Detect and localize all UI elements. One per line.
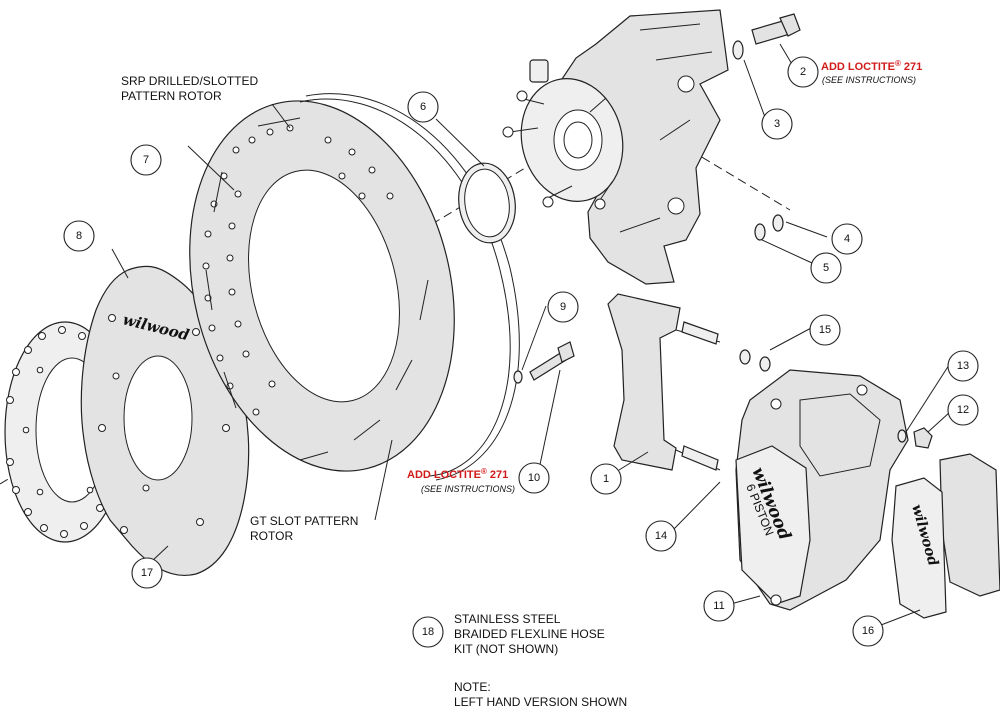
svg-text:17: 17 [141, 567, 153, 579]
svg-text:14: 14 [655, 530, 667, 542]
callout-15: 15 [809, 314, 841, 346]
callout-13: 13 [947, 350, 979, 382]
svg-text:2: 2 [800, 66, 806, 78]
caliper: wilwood 6 PISTON [735, 369, 909, 611]
brake-rotor [189, 93, 520, 481]
washer-9 [513, 370, 523, 384]
svg-text:9: 9 [560, 301, 566, 313]
rotor-bolt [529, 341, 575, 381]
svg-text:12: 12 [957, 404, 969, 416]
callout-17: 17 [131, 557, 163, 589]
washer-13 [897, 429, 907, 443]
callout-5: 5 [810, 252, 842, 284]
washer-4 [772, 214, 784, 232]
leader-lines [111, 43, 951, 626]
svg-text:6: 6 [420, 101, 426, 113]
callout-12: 12 [947, 394, 979, 426]
callout-9: 9 [547, 291, 579, 323]
callout-1: 1 [590, 463, 622, 495]
svg-text:(SEE INSTRUCTIONS): (SEE INSTRUCTIONS) [822, 75, 916, 85]
svg-text:8: 8 [76, 230, 82, 242]
caliper-nut [913, 427, 933, 449]
svg-text:1: 1 [603, 473, 609, 485]
svg-text:10: 10 [528, 472, 540, 484]
loctite-warning-bottom: ADD LOCTITE® 271 (SEE INSTRUCTIONS) [407, 467, 515, 494]
svg-text:ADD LOCTITE® 271: ADD LOCTITE® 271 [407, 467, 508, 481]
loctite-warning-top: ADD LOCTITE® 271 (SEE INSTRUCTIONS) [821, 59, 922, 85]
o-ring [458, 162, 516, 244]
callout-16: 16 [852, 615, 884, 647]
spindle-hub-assembly [502, 9, 729, 285]
svg-text:16: 16 [862, 625, 874, 637]
callout-4: 4 [831, 223, 863, 255]
callout-11: 11 [703, 590, 735, 622]
svg-text:11: 11 [713, 600, 724, 612]
svg-text:15: 15 [819, 324, 831, 336]
svg-text:13: 13 [957, 360, 969, 372]
svg-text:4: 4 [844, 233, 850, 245]
washer-15b [759, 356, 771, 372]
svg-text:ADD LOCTITE® 271: ADD LOCTITE® 271 [821, 59, 922, 73]
callout-8: 8 [63, 220, 95, 252]
svg-text:(SEE INSTRUCTIONS): (SEE INSTRUCTIONS) [421, 484, 515, 494]
callout-3: 3 [761, 108, 793, 140]
washer-3 [732, 40, 744, 60]
svg-text:5: 5 [823, 262, 829, 274]
rotor-drill-holes [202, 124, 394, 416]
callout-18: 18 [412, 616, 444, 648]
caliper-axis-line [689, 149, 791, 211]
callout-6: 6 [407, 91, 439, 123]
caliper-bracket-bolt [751, 13, 801, 45]
washer-5 [754, 223, 766, 241]
svg-text:7: 7 [143, 154, 149, 166]
callout-2: 2 [787, 56, 819, 88]
brake-pads: wilwood [891, 453, 1000, 619]
callout-14: 14 [645, 520, 677, 552]
note-label: NOTE:LEFT HAND VERSION SHOWN [454, 680, 627, 709]
svg-text:18: 18 [422, 626, 434, 638]
rotor-slot [257, 117, 301, 127]
caliper-mounting-bracket [607, 293, 721, 471]
washer-15a [739, 349, 751, 365]
callout-7: 7 [130, 144, 162, 176]
svg-text:3: 3 [774, 118, 780, 130]
callout-10: 10 [518, 462, 550, 494]
